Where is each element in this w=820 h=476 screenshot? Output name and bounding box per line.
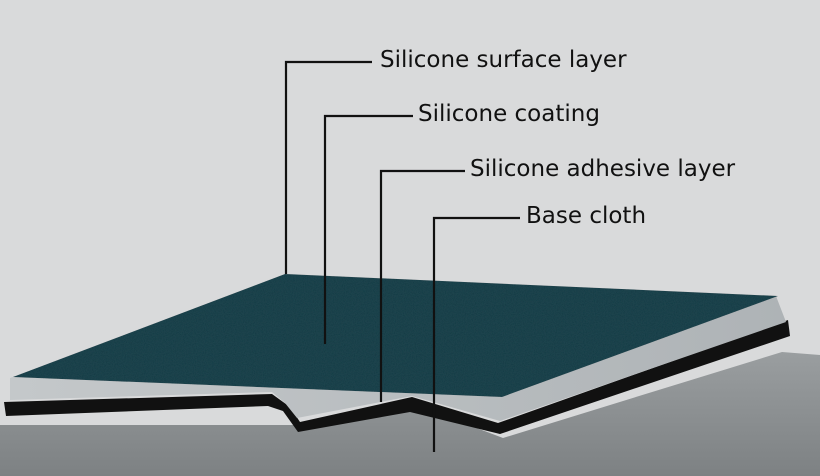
leader-line-coating: [323, 114, 413, 344]
leader-line-adhesive: [379, 169, 465, 402]
leader-line-base: [432, 216, 520, 452]
leader-line-surface: [284, 60, 372, 274]
leader-lines: [284, 60, 520, 452]
base-cloth-layer: [0, 352, 820, 476]
label-base-cloth: Base cloth: [526, 203, 647, 229]
surface-layer: [13, 274, 778, 397]
adhesive-layer: [4, 320, 790, 434]
label-silicone-coating: Silicone coating: [418, 101, 600, 127]
label-silicone-surface-layer: Silicone surface layer: [380, 47, 627, 73]
label-silicone-adhesive-layer: Silicone adhesive layer: [470, 156, 736, 182]
